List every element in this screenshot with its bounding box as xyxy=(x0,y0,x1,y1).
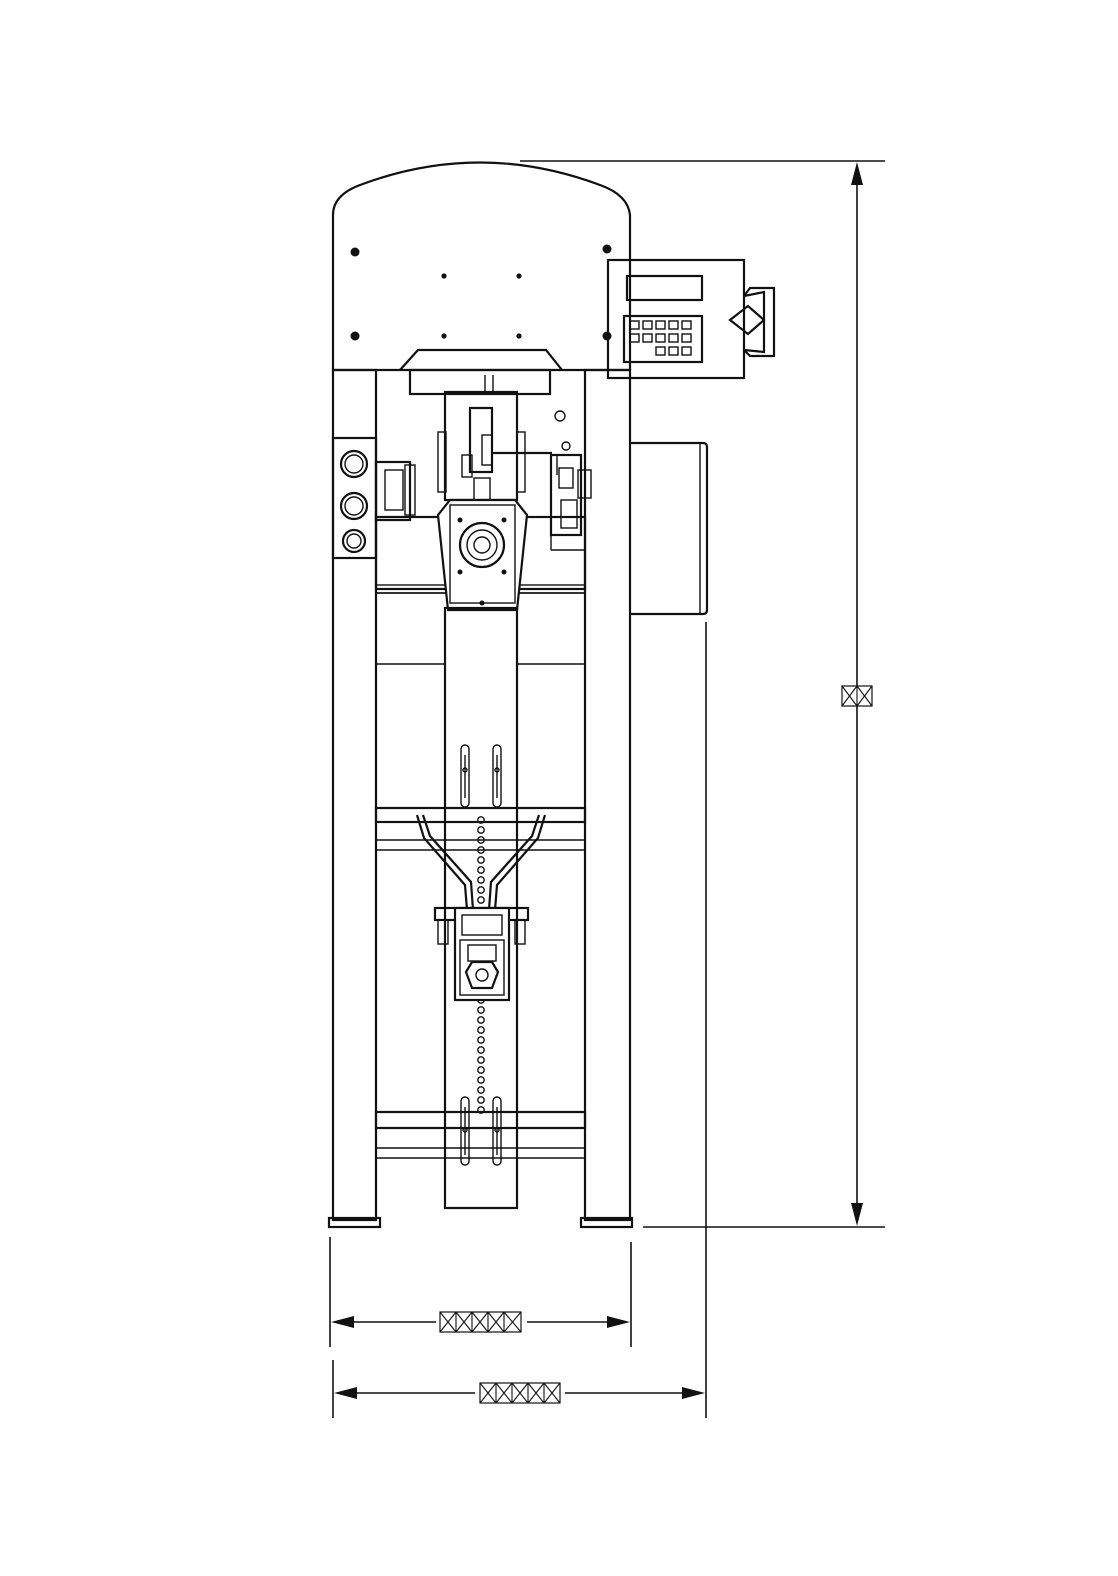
control-button-1 xyxy=(339,449,369,479)
dimension-height-label xyxy=(841,685,873,707)
indicator-printer xyxy=(743,286,776,358)
right-leg xyxy=(583,368,632,1222)
right-foot xyxy=(579,1216,634,1229)
filling-head xyxy=(374,348,592,612)
dimension-height xyxy=(520,160,885,1228)
dimension-inner-width-label xyxy=(439,1311,522,1333)
weighing-indicator xyxy=(606,258,776,380)
indicator-housing xyxy=(606,258,746,380)
dimension-overall-width xyxy=(332,622,707,1418)
dimension-inner-width xyxy=(329,1237,632,1347)
top-hood xyxy=(331,161,632,370)
control-button-2 xyxy=(339,491,369,521)
control-button-3 xyxy=(341,528,367,554)
button-panel xyxy=(331,436,378,560)
dimension-overall-width-label xyxy=(479,1382,561,1404)
left-foot xyxy=(327,1216,382,1229)
bag-clamp xyxy=(415,814,547,1002)
indicator-display xyxy=(625,274,704,302)
valve-wheel xyxy=(458,521,506,569)
side-cabinet xyxy=(630,441,709,616)
indicator-keypad xyxy=(622,314,704,364)
valve-housing xyxy=(436,498,529,612)
